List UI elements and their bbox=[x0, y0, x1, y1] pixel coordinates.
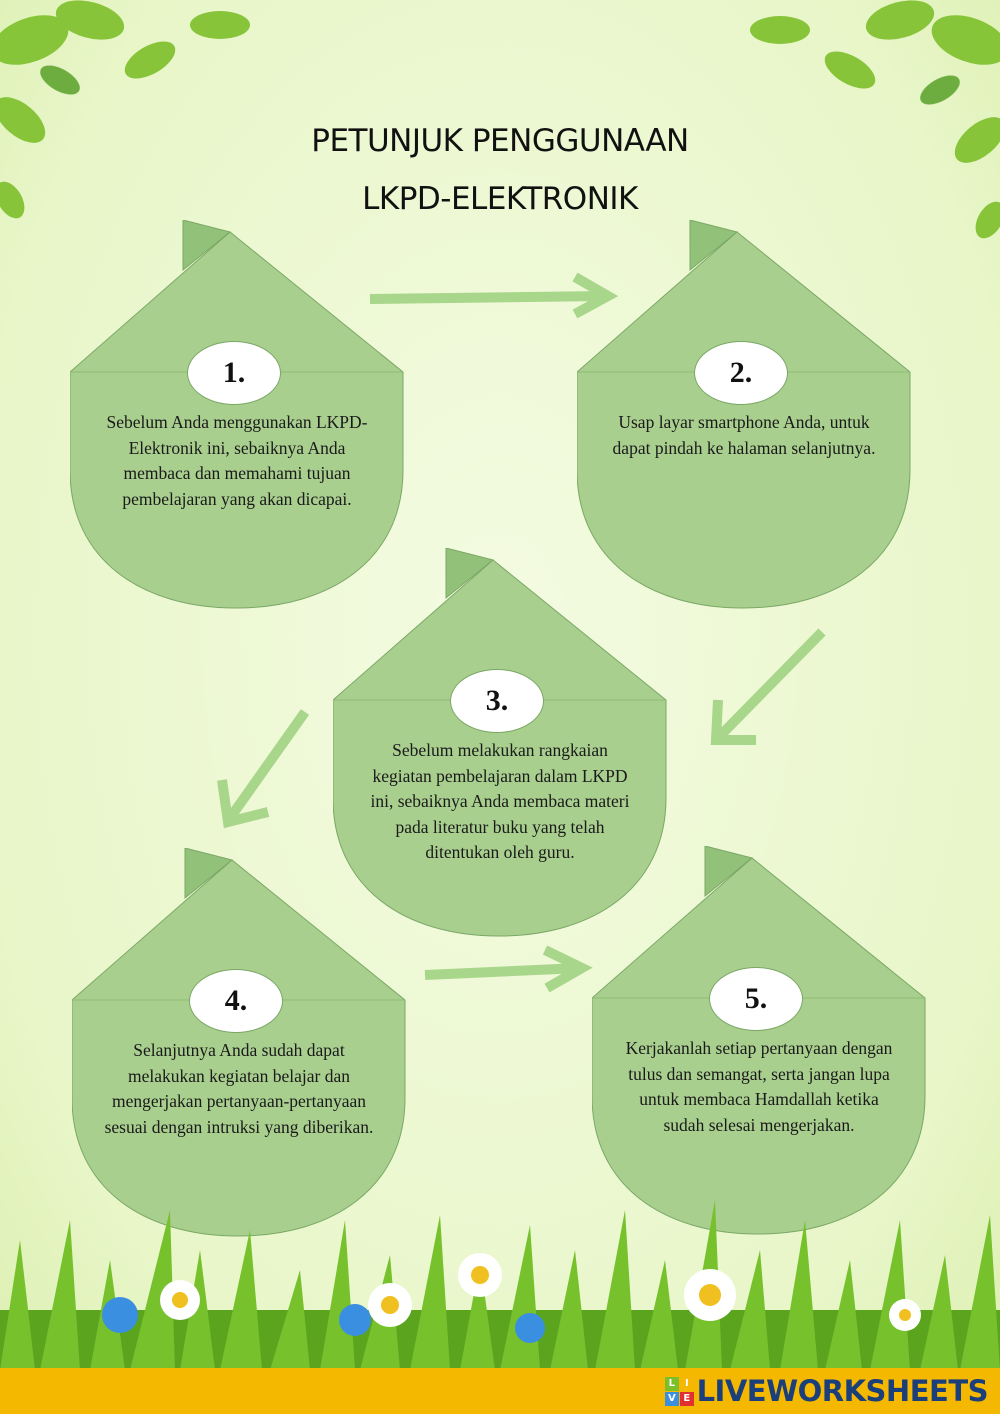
step-text: Selanjutnya Anda sudah dapat melakukan k… bbox=[104, 1040, 374, 1137]
footer-bar: L I V E LIVEWORKSHEETS bbox=[0, 1368, 1000, 1414]
step-card-5: 5. Kerjakanlah setiap pertanyaan dengan … bbox=[592, 846, 926, 1236]
arrow-3-to-4 bbox=[217, 709, 310, 829]
step-text: Sebelum melakukan rangkaian kegiatan pem… bbox=[370, 740, 630, 862]
step-text: Sebelum Anda menggunakan LKPD-Elektronik… bbox=[106, 412, 368, 509]
arrow-4-to-5 bbox=[424, 945, 593, 993]
step-number: 4. bbox=[189, 969, 283, 1033]
logo-letter: E bbox=[679, 1391, 694, 1406]
live-logo-icon: L I V E bbox=[664, 1376, 694, 1406]
arrow-1-to-2 bbox=[369, 272, 619, 319]
step-card-2: 2. Usap layar smartphone Anda, untuk dap… bbox=[577, 220, 911, 610]
step-number: 3. bbox=[450, 669, 544, 733]
step-text: Usap layar smartphone Anda, untuk dapat … bbox=[612, 412, 876, 458]
logo-letter: L bbox=[664, 1376, 679, 1391]
logo-letter: I bbox=[679, 1376, 694, 1391]
logo-letter: V bbox=[664, 1391, 679, 1406]
page-title-line1: PETUNJUK PENGGUNAAN bbox=[311, 123, 689, 159]
liveworksheets-logo[interactable]: L I V E LIVEWORKSHEETS bbox=[664, 1374, 989, 1408]
house-shape bbox=[592, 846, 926, 1235]
house-shape bbox=[72, 848, 406, 1237]
arrow-2-to-3 bbox=[710, 628, 826, 745]
grass-flowers-decoration bbox=[0, 1200, 1000, 1370]
page-title-line2: LKPD-ELEKTRONIK bbox=[362, 181, 638, 217]
step-number: 1. bbox=[187, 341, 281, 405]
step-card-3: 3. Sebelum melakukan rangkaian kegiatan … bbox=[333, 548, 667, 938]
brand-name: LIVEWORKSHEETS bbox=[696, 1374, 989, 1408]
step-number: 2. bbox=[694, 341, 788, 405]
step-card-4: 4. Selanjutnya Anda sudah dapat melakuka… bbox=[72, 848, 406, 1238]
leaves-decoration bbox=[0, 0, 1000, 239]
house-shape bbox=[70, 220, 404, 609]
step-text: Kerjakanlah setiap pertanyaan dengan tul… bbox=[625, 1038, 893, 1135]
step-card-1: 1. Sebelum Anda menggunakan LKPD-Elektro… bbox=[70, 220, 404, 610]
house-shape bbox=[577, 220, 911, 609]
house-shape bbox=[333, 548, 667, 937]
step-number: 5. bbox=[709, 967, 803, 1031]
